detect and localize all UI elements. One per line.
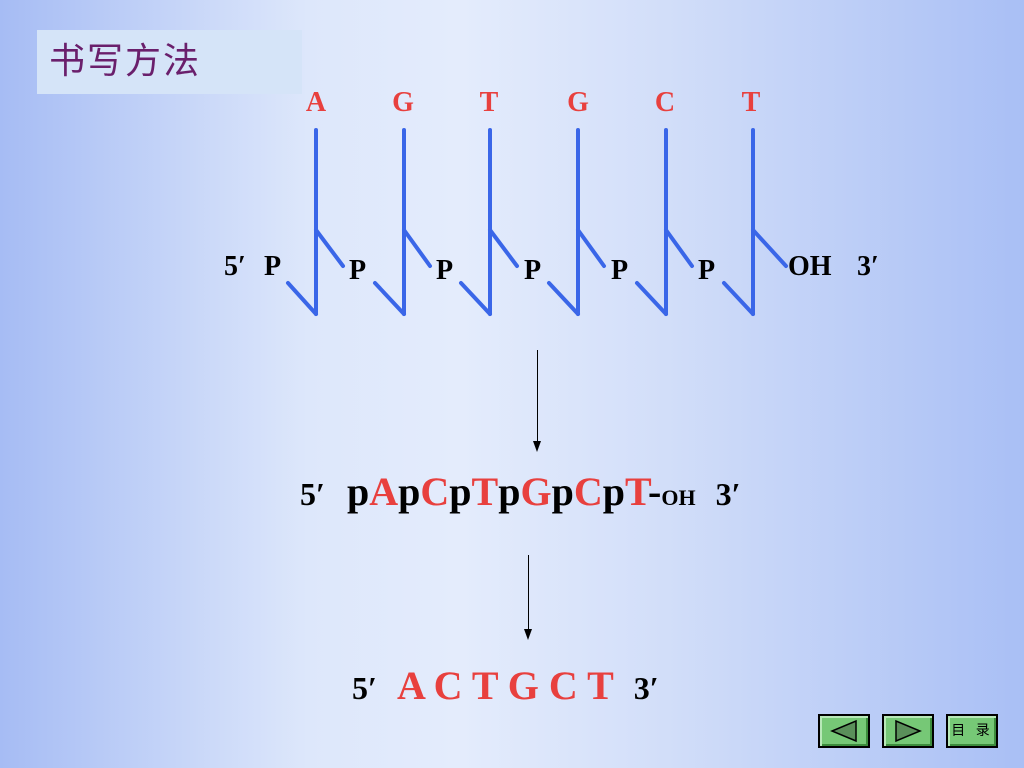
- nucleotide-1-strokes: [286, 128, 345, 316]
- condensed-base-6: T: [624, 469, 648, 514]
- condensed-p-6: p: [602, 469, 625, 514]
- simplest-five-prime: 5′: [352, 670, 377, 706]
- base-label-6: T: [741, 87, 761, 118]
- oh-label: OH: [788, 251, 832, 282]
- phosphate-label-6: P: [698, 255, 716, 286]
- phosphate-label-5: P: [611, 255, 629, 286]
- nucleotide-5-strokes: [635, 128, 694, 316]
- condensed-base-2: C: [420, 469, 450, 514]
- base-label-2: G: [392, 87, 414, 118]
- three-prime-label: 3′: [857, 251, 879, 282]
- simplest-notation: 5′ A C T G C T 3′: [352, 662, 659, 712]
- condensed-p-2: p: [398, 469, 421, 514]
- arrow-1-shaft: [537, 350, 538, 442]
- base-label-5: C: [654, 87, 676, 118]
- condensed-p-3: p: [449, 469, 472, 514]
- page-title: 书写方法: [49, 41, 202, 82]
- simplest-sequence: A C T G C T: [397, 663, 614, 708]
- phosphate-label-2: P: [349, 255, 367, 286]
- nucleotide-3-strokes: [459, 128, 519, 316]
- table-of-contents-button[interactable]: 目 录: [946, 714, 998, 748]
- condensed-notation: 5′pApCpTpGpCpT-OH 3′: [300, 468, 741, 522]
- arrow-2-shaft: [528, 555, 529, 630]
- nucleotide-4-strokes: [547, 128, 606, 316]
- condensed-oh: OH: [661, 485, 696, 510]
- phosphate-label-1: P: [264, 251, 282, 282]
- title-box: 书写方法: [37, 30, 302, 94]
- condensed-base-4: G: [520, 469, 552, 514]
- five-prime-label: 5′: [224, 251, 246, 282]
- simplest-three-prime: 3′: [633, 670, 659, 706]
- condensed-base-5: C: [573, 469, 603, 514]
- base-label-1: A: [305, 87, 327, 118]
- condensed-five-prime: 5′: [300, 476, 325, 512]
- triangle-right-icon: [895, 719, 922, 743]
- phosphate-label-4: P: [524, 255, 542, 286]
- nucleotide-2-strokes: [373, 128, 432, 316]
- triangle-left-icon: [830, 719, 857, 743]
- arrow-1-head: [533, 441, 541, 452]
- condensed-base-3: T: [471, 469, 499, 514]
- condensed-base-1: A: [369, 469, 399, 514]
- phosphate-label-3: P: [436, 255, 454, 286]
- prev-slide-button[interactable]: [818, 714, 870, 748]
- condensed-p-4: p: [498, 469, 521, 514]
- arrow-2-head: [524, 629, 532, 640]
- condensed-p-5: p: [551, 469, 574, 514]
- nucleotide-6-strokes: [722, 128, 788, 316]
- base-label-4: G: [567, 87, 589, 118]
- condensed-three-prime: 3′: [715, 476, 741, 512]
- condensed-dash: -: [648, 469, 662, 514]
- condensed-p-1: p: [347, 469, 370, 514]
- base-label-3: T: [479, 87, 499, 118]
- next-slide-button[interactable]: [882, 714, 934, 748]
